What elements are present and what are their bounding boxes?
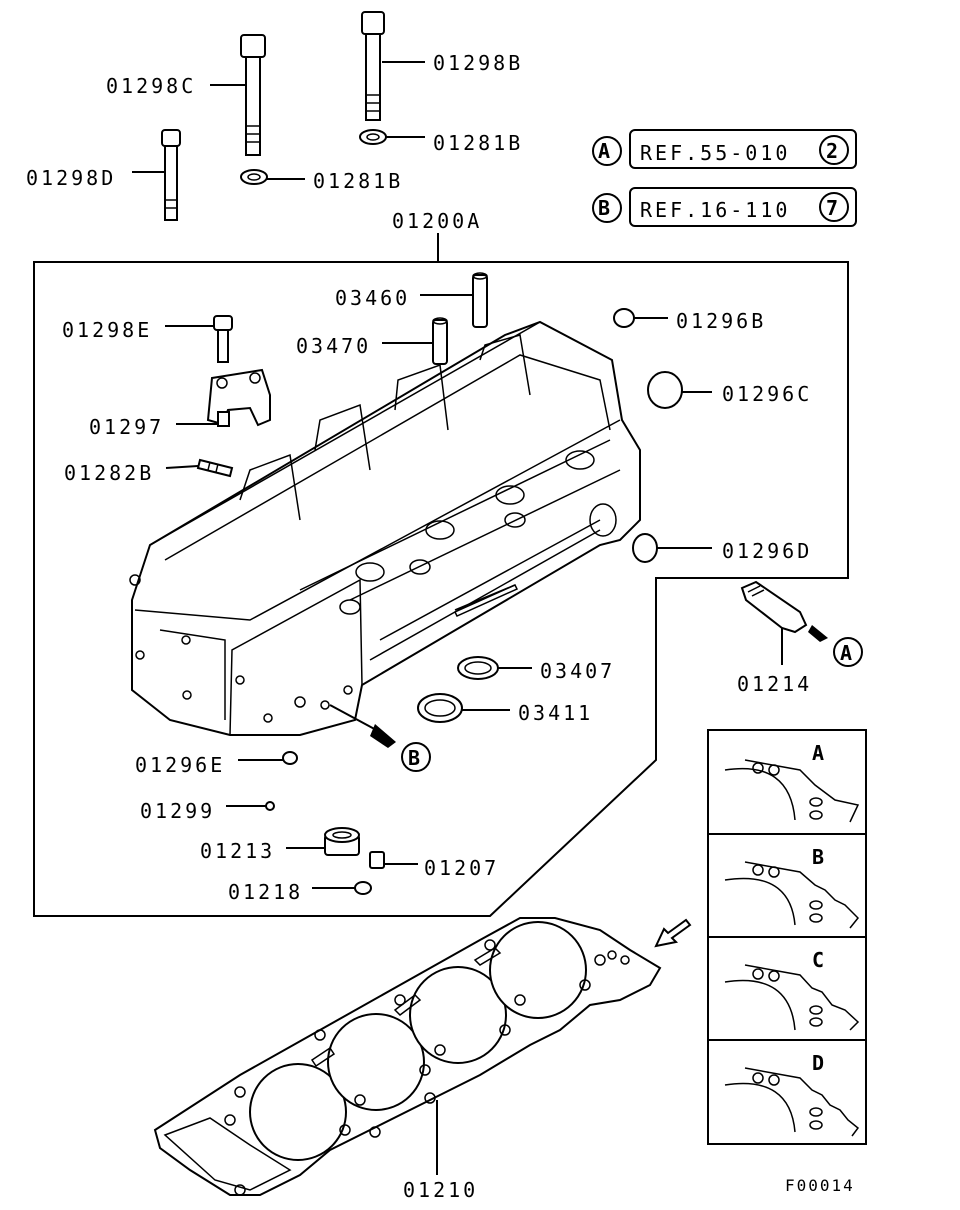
label-03407: 03407 — [540, 659, 615, 683]
marker-A: A — [840, 641, 855, 665]
label-01214: 01214 — [737, 672, 812, 696]
label-01281B-upper: 01281B — [433, 131, 523, 155]
label-01207: 01207 — [424, 856, 499, 880]
ref-A-marker: A — [598, 139, 613, 163]
label-01298B: 01298B — [433, 51, 523, 75]
label-01298C: 01298C — [106, 74, 196, 98]
svg-text:C: C — [812, 948, 827, 972]
pin-01207 — [369, 851, 418, 869]
bushing-01213 — [286, 827, 360, 856]
washer-01281B-lower — [240, 169, 305, 185]
label-01213: 01213 — [200, 839, 275, 863]
ref-B-text: REF.16-110 — [640, 198, 790, 222]
ref-B-num: 7 — [826, 196, 841, 220]
label-01298E: 01298E — [62, 318, 152, 342]
bolt-01298C — [210, 34, 266, 156]
ref-B: B REF.16-110 7 — [592, 187, 857, 227]
bolt-01298D — [132, 129, 181, 221]
ref-A: A REF.55-010 2 — [592, 129, 857, 169]
label-01281B-lower: 01281B — [313, 169, 403, 193]
cylinder-head — [129, 320, 641, 736]
variant-A: A — [724, 741, 860, 823]
label-03470: 03470 — [296, 334, 371, 358]
label-01297: 01297 — [89, 415, 164, 439]
figure-id: F00014 — [785, 1176, 855, 1195]
svg-text:D: D — [812, 1051, 827, 1075]
ref-B-marker: B — [598, 196, 613, 220]
svg-text:A: A — [812, 741, 827, 765]
variant-C: C — [724, 948, 860, 1031]
plug-01296E — [238, 751, 298, 765]
variant-D: D — [724, 1051, 860, 1137]
label-01200A: 01200A — [392, 209, 482, 233]
hollow-arrow-icon — [654, 918, 692, 948]
bolt-01298B — [361, 11, 425, 121]
nut-01218 — [312, 881, 372, 895]
fitting-01214 — [740, 580, 863, 667]
plug-01296B — [613, 308, 668, 328]
label-01282B: 01282B — [64, 461, 154, 485]
label-03460: 03460 — [335, 286, 410, 310]
marker-B: B — [408, 746, 423, 770]
ball-01299 — [226, 801, 275, 811]
ref-A-text: REF.55-010 — [640, 141, 790, 165]
seal-03407 — [457, 656, 532, 680]
label-03411: 03411 — [518, 701, 593, 725]
bolt-01298E — [165, 315, 233, 363]
label-01296C: 01296C — [722, 382, 812, 406]
label-01298D: 01298D — [26, 166, 116, 190]
label-01299: 01299 — [140, 799, 215, 823]
label-01296E: 01296E — [135, 753, 225, 777]
label-01296B: 01296B — [676, 309, 766, 333]
washer-01281B-upper — [359, 129, 425, 145]
pin-03470 — [382, 317, 448, 365]
plug-01296C — [647, 371, 712, 409]
stud-01282B — [165, 458, 234, 478]
head-gasket-01210 — [153, 917, 662, 1196]
variant-table — [707, 729, 867, 1145]
seal-03411 — [417, 693, 510, 723]
variant-B: B — [724, 845, 860, 929]
label-01296D: 01296D — [722, 539, 812, 563]
label-01210: 01210 — [403, 1178, 478, 1202]
pin-03460 — [420, 272, 488, 328]
plug-01296D — [632, 533, 712, 563]
assembly-frame — [33, 261, 849, 917]
arrow-to-B — [329, 704, 431, 772]
svg-text:B: B — [812, 845, 827, 869]
label-01218: 01218 — [228, 880, 303, 904]
bearing-cap-01297 — [176, 368, 271, 427]
ref-A-num: 2 — [826, 139, 841, 163]
